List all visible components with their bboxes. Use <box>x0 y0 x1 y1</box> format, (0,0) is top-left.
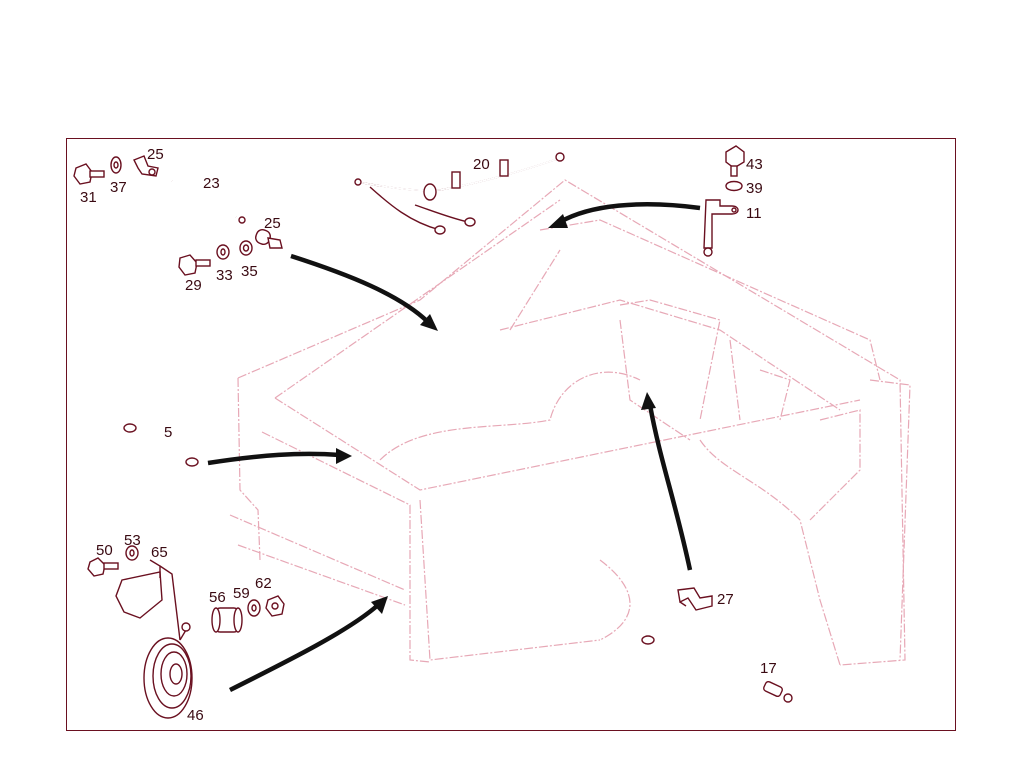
ground-strap-11 <box>703 199 739 257</box>
callout-50: 50 <box>96 542 113 559</box>
bracket-65 <box>115 559 181 641</box>
callout-25-upper: 25 <box>147 146 164 163</box>
washer-39 <box>725 180 743 192</box>
callout-65: 65 <box>151 544 168 561</box>
assembly-arrows <box>207 202 701 693</box>
bolt-29 <box>178 254 211 276</box>
callout-62: 62 <box>255 575 272 592</box>
vehicle-body-outline <box>229 179 911 666</box>
ground-strap-5 <box>123 423 199 467</box>
bolt-31 <box>73 163 105 185</box>
bolt-43 <box>725 145 745 177</box>
callout-37: 37 <box>110 179 127 196</box>
callout-27: 27 <box>717 591 734 608</box>
cable-23 <box>171 179 246 224</box>
callout-59: 59 <box>233 585 250 602</box>
cable-17 <box>641 635 793 703</box>
diagram-frame <box>66 138 956 731</box>
washer-59 <box>247 599 261 617</box>
callout-31: 31 <box>80 189 97 206</box>
callout-56: 56 <box>209 589 226 606</box>
spacer-56 <box>211 607 243 633</box>
callout-53: 53 <box>124 532 141 549</box>
callout-46: 46 <box>187 707 204 724</box>
terminal-25-lower <box>255 229 283 249</box>
nut-62 <box>265 595 285 617</box>
callout-25-lower: 25 <box>264 215 281 232</box>
callout-5: 5 <box>164 424 172 441</box>
callout-43: 43 <box>746 156 763 173</box>
callout-23: 23 <box>203 175 220 192</box>
washer-37 <box>110 156 122 174</box>
terminal-25-upper <box>133 155 159 177</box>
callout-labels: 31 37 25 23 25 29 33 35 20 43 39 11 5 50… <box>80 146 777 724</box>
callout-20: 20 <box>473 156 490 173</box>
callout-39: 39 <box>746 180 763 197</box>
clip-27 <box>677 587 713 611</box>
horn-46 <box>143 622 193 719</box>
callout-17: 17 <box>760 660 777 677</box>
callout-33: 33 <box>216 267 233 284</box>
bolt-50 <box>87 557 119 577</box>
callout-11: 11 <box>746 205 762 222</box>
callout-29: 29 <box>185 277 202 294</box>
washer-33 <box>216 244 230 260</box>
callout-35: 35 <box>241 263 258 280</box>
washer-53 <box>125 545 139 561</box>
cable-harness-20 <box>354 152 565 235</box>
washer-35 <box>239 240 253 256</box>
